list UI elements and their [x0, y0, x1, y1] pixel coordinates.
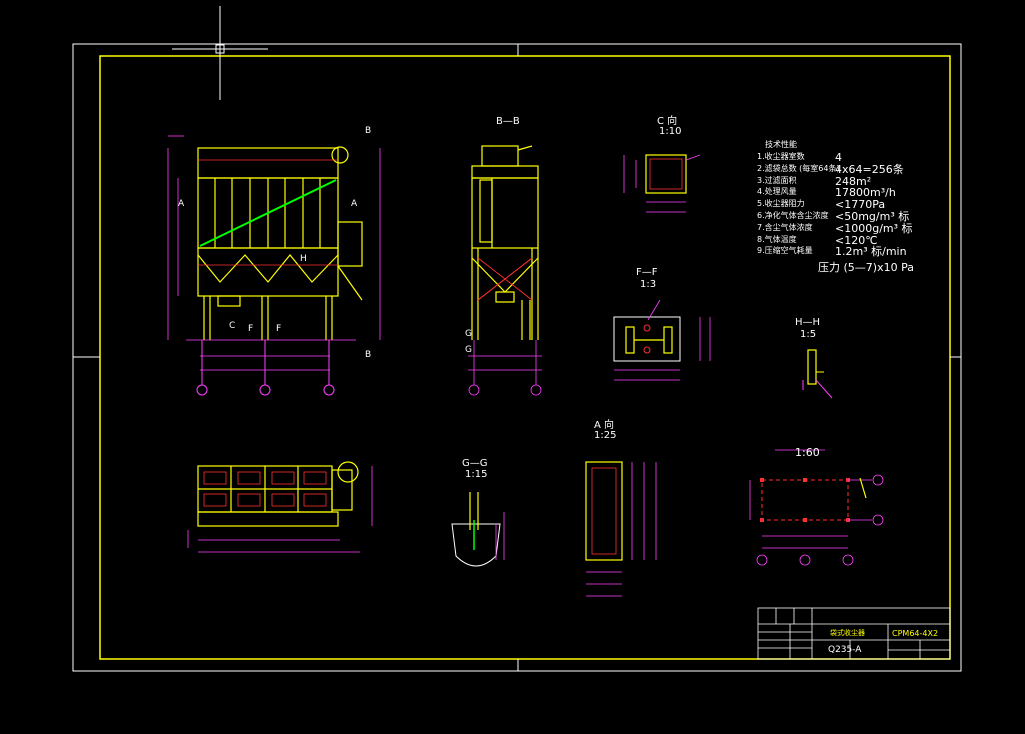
- spec-label: 8.气体温度: [757, 234, 797, 244]
- spec-label: 4.处理风量: [757, 187, 797, 197]
- spec-value: <120℃: [835, 233, 878, 247]
- section-hh-scale: 1:5: [800, 329, 817, 340]
- spec-label: 6.净化气体含尘浓度: [757, 211, 829, 220]
- cut-marker-f-left: F: [248, 324, 254, 334]
- spec-label: 9.压缩空气耗量: [757, 246, 813, 256]
- spec-label: 1.收尘器室数: [757, 152, 805, 161]
- foundation-plan-scale: 1:60: [795, 446, 820, 459]
- cut-marker-b-bottom: B: [365, 350, 372, 360]
- top-plan-view: [187, 461, 373, 553]
- section-gg-scale: 1:15: [465, 469, 488, 480]
- view-a-scale: 1:25: [594, 430, 617, 441]
- spec-value: 248m²: [835, 174, 872, 188]
- spec-value: 17800m³/h: [835, 186, 896, 200]
- sheet-outer-frame: [72, 43, 962, 672]
- cut-marker-g-2: G: [465, 345, 472, 355]
- view-c-detail: [623, 154, 701, 213]
- specs-title: 技术性能: [765, 140, 797, 149]
- view-a-title: A 向: [594, 420, 615, 431]
- specs-pressure: 压力 (5—7)x10 Pa: [818, 261, 914, 274]
- cut-marker-b-top: B: [365, 126, 372, 136]
- spec-value: <50mg/m³ 标: [835, 210, 910, 223]
- section-ff-title: F—F: [636, 267, 658, 278]
- spec-value: 1.2m³ 标/min: [835, 245, 907, 259]
- spec-label: 5.收尘器阻力: [757, 199, 805, 209]
- section-gg-detail: [451, 492, 505, 567]
- title-block-frame: [757, 607, 951, 660]
- cut-marker-f-right: F: [276, 324, 282, 334]
- view-a-detail: [585, 461, 657, 597]
- section-bb-view: [468, 145, 542, 396]
- cut-marker-h: H: [300, 254, 307, 264]
- section-ff-detail: [613, 299, 711, 381]
- spec-label: 7.含尘气体浓度: [757, 222, 813, 232]
- cut-marker-a-left: A: [178, 199, 185, 209]
- view-c-scale: 1:10: [659, 126, 682, 137]
- crosshair-cursor: [172, 6, 268, 100]
- section-ff-scale: 1:3: [640, 279, 657, 290]
- spec-value: 4: [835, 151, 842, 164]
- front-elevation: [167, 135, 381, 396]
- section-hh-detail: [802, 349, 833, 399]
- section-hh-title: H—H: [795, 317, 821, 328]
- cut-marker-a-right: A: [351, 199, 358, 209]
- centering-marks: [73, 44, 961, 671]
- spec-label: 2.滤袋总数 (每室64条): [757, 163, 840, 173]
- spec-value: <1000g/m³ 标: [835, 221, 913, 235]
- section-gg-title: G—G: [462, 458, 488, 469]
- section-bb-title: B—B: [496, 116, 520, 127]
- view-c-title: C 向: [657, 116, 678, 127]
- foundation-plan: [749, 449, 884, 566]
- cut-marker-g-1: G: [465, 329, 472, 339]
- title-block-name: 袋式收尘器: [830, 629, 865, 637]
- spec-value: 4x64=256条: [835, 162, 904, 176]
- title-block-material: Q235-A: [828, 645, 862, 655]
- spec-value: <1770Pa: [835, 198, 886, 212]
- title-block-drawing-no: CPM64-4X2: [892, 629, 939, 638]
- cut-marker-c: C: [229, 321, 236, 331]
- drawing-border: [99, 55, 951, 660]
- spec-label: 3.过滤面积: [757, 175, 797, 185]
